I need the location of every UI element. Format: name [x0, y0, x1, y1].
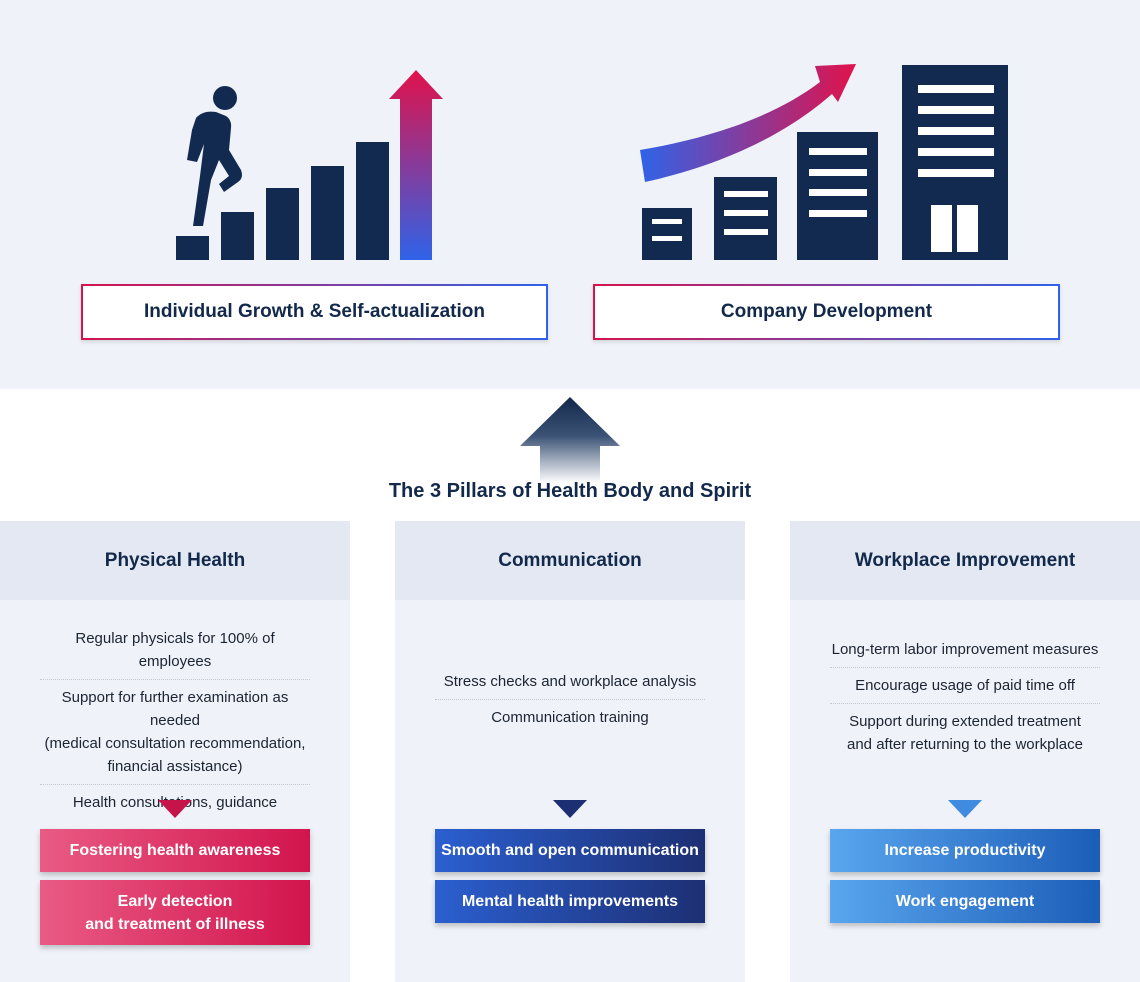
goal-company-development: Company Development: [593, 284, 1060, 340]
list-item: Communication training: [435, 699, 705, 735]
outcome-label: Increase productivity: [884, 842, 1046, 859]
outcome-badge: Mental health improvements: [435, 880, 705, 923]
list-item: Support during extended treatment and af…: [830, 703, 1100, 762]
growth-steps-icon: [176, 64, 1008, 260]
curved-arrow-icon: [640, 64, 856, 182]
bar-2: [221, 212, 254, 260]
goal-individual-growth: Individual Growth & Self-actualization: [81, 284, 548, 340]
goal-company-label: Company Development: [720, 301, 933, 322]
person-climbing-icon: [187, 86, 242, 226]
buildings-icon: [642, 65, 1008, 260]
pillar-workplace-improvement-header: Workplace Improvement: [790, 521, 1140, 600]
bar-3: [266, 188, 299, 260]
outcome-badge: Smooth and open communication: [435, 829, 705, 872]
down-triangle-icon: [948, 800, 982, 818]
list-item: Support for further examination as neede…: [40, 679, 310, 784]
pillars-title: The 3 Pillars of Health Body and Spirit: [388, 480, 752, 502]
outcome-label: Fostering health awareness: [69, 842, 281, 859]
bar-4: [311, 166, 344, 260]
growth-arrow-icon: [389, 70, 443, 260]
outcome-label: Smooth and open communication: [441, 842, 699, 859]
up-arrow-icon: [520, 397, 620, 483]
outcome-label: Early detection and treatment of illness: [85, 892, 265, 933]
column-gap: [350, 600, 395, 982]
list-item: Health consultations, guidance: [40, 784, 310, 820]
pillar-title: Physical Health: [104, 549, 246, 571]
pillar-title: Workplace Improvement: [854, 549, 1076, 571]
down-triangle-icon: [553, 800, 587, 818]
list-item: Regular physicals for 100% of employees: [75, 630, 275, 670]
outcome-label: Mental health improvements: [461, 893, 679, 910]
outcome-badge: Fostering health awareness: [40, 829, 310, 872]
list-item: Stress checks and workplace analysis: [443, 673, 697, 690]
outcome-badge: Early detection and treatment of illness: [40, 880, 310, 945]
outcome-label: Work engagement: [895, 893, 1035, 910]
pillar-title: Communication: [498, 549, 642, 571]
outcome-badge: Increase productivity: [830, 829, 1100, 872]
list-item: Encourage usage of paid time off: [830, 667, 1100, 703]
pillar-workplace-improvement-items: Long-term labor improvement measures Enc…: [830, 632, 1100, 762]
list-item: Long-term labor improvement measures: [831, 641, 1099, 658]
pillar-physical-health-header: Physical Health: [0, 521, 350, 600]
bar-1: [176, 236, 209, 260]
pillar-physical-health-items: Regular physicals for 100% of employees …: [40, 621, 310, 820]
pillar-communication-items: Stress checks and workplace analysis Com…: [435, 664, 705, 735]
growth-bars-icon: [176, 142, 389, 260]
bar-5: [356, 142, 389, 260]
down-triangle-icon: [158, 800, 192, 818]
outcome-badge: Work engagement: [830, 880, 1100, 923]
column-gap: [745, 600, 790, 982]
goal-individual-label: Individual Growth & Self-actualization: [144, 301, 485, 322]
pillar-communication-header: Communication: [395, 521, 745, 600]
